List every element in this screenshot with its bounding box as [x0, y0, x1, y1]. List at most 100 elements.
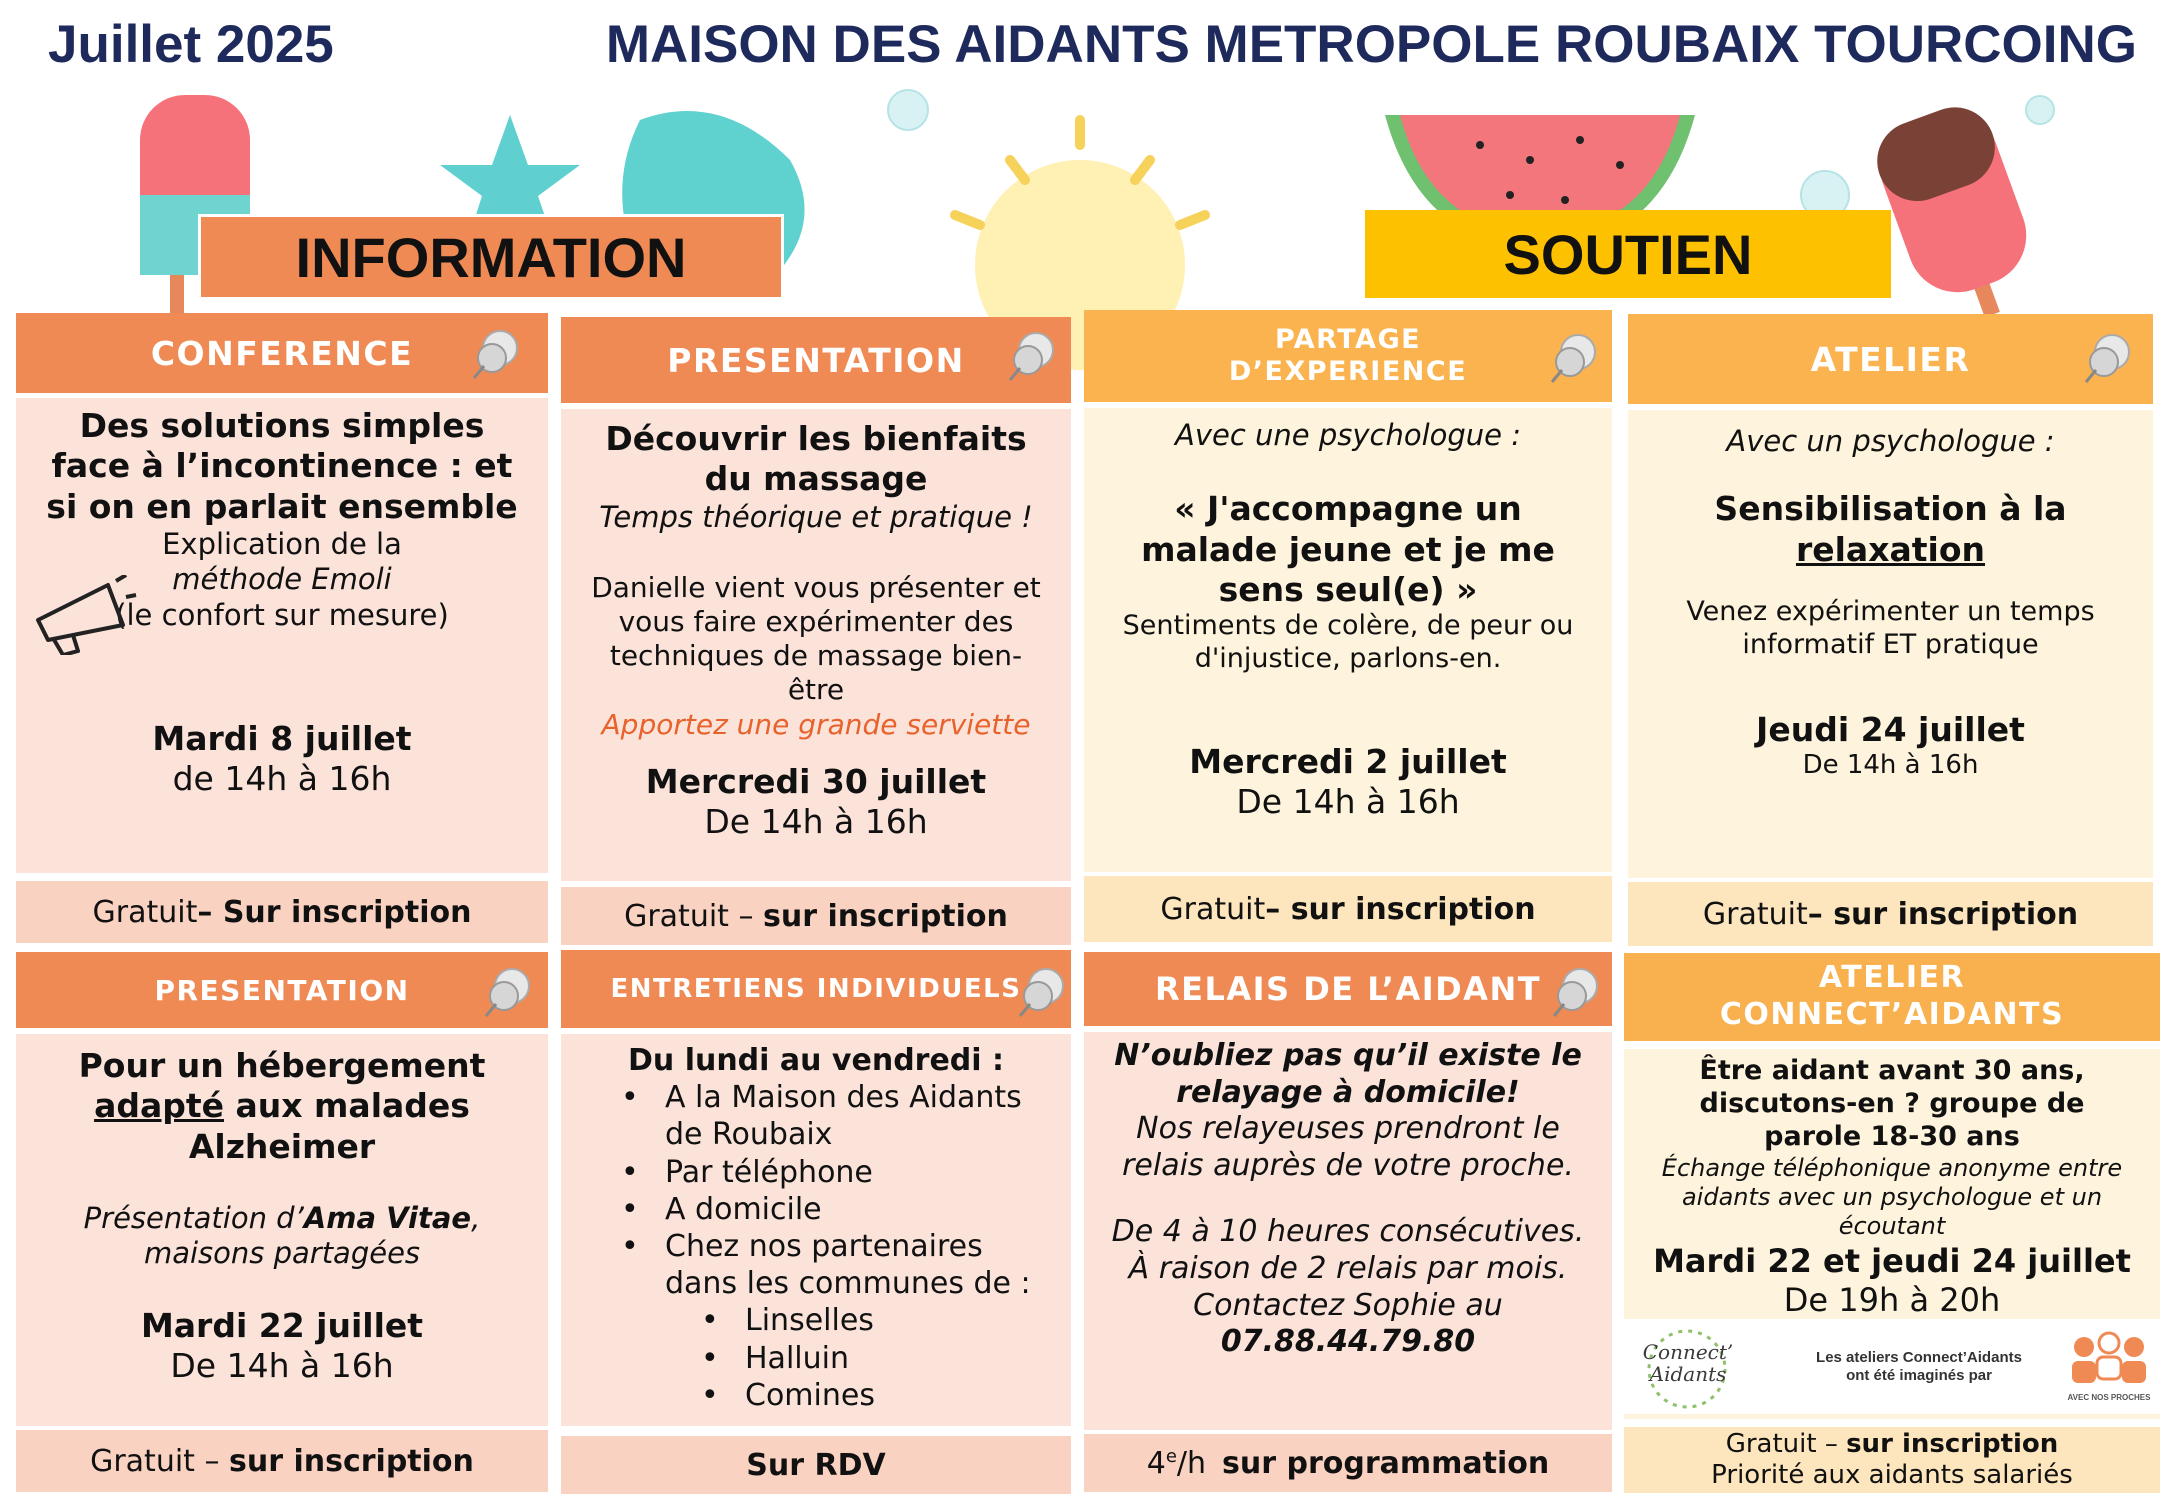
connect-aidants-logo — [1647, 1329, 1727, 1409]
connect-aidants-logo-text: Connect’ Aidants — [1642, 1340, 1734, 1386]
event-title-line: Sensibilisation à la — [1714, 489, 2067, 529]
footer-registration: sur inscription — [763, 898, 1008, 934]
card-header: ATELIER CONNECT’AIDANTS — [1624, 953, 2160, 1041]
footer-price: Gratuit — [1702, 896, 1808, 932]
list-item: Halluin — [701, 1340, 1071, 1377]
card-footer: Gratuit – sur inscription — [561, 887, 1071, 945]
pushpin-icon — [1550, 334, 1596, 383]
event-title-line: du massage — [704, 459, 928, 499]
card-body: N’oubliez pas qu’il existe le relayage à… — [1084, 1032, 1612, 1430]
footer-price: Gratuit – — [624, 898, 764, 934]
contact-phone[interactable]: 07.88.44.79.80 — [1220, 1324, 1476, 1360]
event-title-line: « J'accompagne un — [1174, 489, 1522, 529]
card-header: ATELIER — [1628, 314, 2153, 404]
event-title-line: Des solutions simples — [79, 406, 485, 445]
event-time: De 14h à 16h — [1802, 750, 1979, 780]
card-body: Découvrir les bienfaits du massage Temps… — [561, 409, 1071, 881]
page-month: Juillet 2025 — [48, 15, 334, 74]
card-body: Du lundi au vendredi : A la Maison des A… — [561, 1034, 1071, 1426]
event-subtitle: Temps théorique et pratique ! — [599, 499, 1033, 534]
card-footer: Gratuit – Sur inscription — [16, 881, 548, 943]
list-item: de Roubaix — [665, 1117, 833, 1153]
event-title-line: Alzheimer — [188, 1126, 376, 1166]
card-body: Pour un hébergement adapté aux malades A… — [16, 1034, 548, 1426]
pushpin-icon — [1008, 332, 1054, 381]
footer-registration: – sur inscription — [1807, 896, 2079, 932]
card-header-label: CONFERENCE — [150, 333, 414, 373]
event-date: Mardi 8 juillet — [152, 718, 412, 758]
event-title-line: Pour un hébergement — [78, 1046, 486, 1085]
card-header: CONFERENCE — [16, 313, 548, 393]
card-footer: 4e/h sur programmation — [1084, 1434, 1612, 1492]
footer-registration: – sur inscription — [1265, 891, 1536, 927]
card-partage-experience: PARTAGE D’EXPERIENCE Avec une psychologu… — [1084, 310, 1612, 942]
card-header: RELAIS DE L’AIDANT — [1084, 952, 1612, 1026]
event-description-line: aidants avec un psychologue et un — [1681, 1183, 2103, 1212]
event-date: Mercredi 2 juillet — [1189, 742, 1507, 781]
card-footer: Sur RDV — [561, 1436, 1071, 1494]
event-description-line: être — [787, 673, 845, 707]
card-body: Des solutions simples face à l’incontine… — [16, 398, 548, 873]
card-header-label: D’EXPERIENCE — [1228, 356, 1468, 387]
card-header-label: PARTAGE — [1274, 323, 1422, 355]
event-date: Jeudi 24 juillet — [1756, 709, 2025, 749]
event-title-line: face à l’incontinence : et — [51, 446, 513, 486]
footer-registration: sur inscription — [229, 1443, 474, 1479]
list-item: A domicile — [621, 1191, 1071, 1228]
event-intro: Avec un psychologue : — [1726, 424, 2055, 458]
avec-nos-proches-logo — [2072, 1331, 2146, 1383]
event-title-line: malade jeune et je me — [1141, 529, 1555, 569]
list-item: Linselles — [701, 1302, 1071, 1339]
pushpin-icon — [1018, 968, 1064, 1017]
event-description-line: Venez expérimenter un temps — [1686, 595, 2095, 627]
footer-registration: Sur RDV — [746, 1447, 886, 1483]
page-title: MAISON DES AIDANTS METROPOLE ROUBAIX TOU… — [605, 15, 2137, 74]
card-body: Avec une psychologue : « J'accompagne un… — [1084, 408, 1612, 872]
partner-logos: Connect’ Aidants Les ateliers Connect’Ai… — [1624, 1319, 2160, 1414]
popsicle-right-icon — [1877, 107, 2027, 318]
event-description-line: Danielle vient vous présenter et — [591, 570, 1041, 604]
event-description-line: méthode Emoli — [172, 562, 392, 597]
event-title-line: relayage à domicile! — [1176, 1074, 1520, 1110]
event-title-line: Être aidant avant 30 ans, — [1699, 1055, 2085, 1086]
footer-price: Gratuit – — [1725, 1428, 1847, 1459]
partner-logo-caption: AVEC NOS PROCHES — [2067, 1393, 2151, 1402]
event-description-line: écoutant — [1838, 1212, 1946, 1241]
footer-price: 4e/h — [1146, 1445, 1207, 1481]
event-title-line: adapté aux malades — [94, 1086, 470, 1126]
card-footer: Gratuit – sur inscription — [1084, 876, 1612, 942]
section-information-banner: INFORMATION — [198, 214, 784, 300]
footer-registration: sur inscription — [1846, 1428, 2059, 1459]
event-time: De 14h à 16h — [1236, 782, 1460, 822]
event-time: De 19h à 20h — [1783, 1280, 2001, 1319]
event-title-line: discutons-en ? groupe de — [1699, 1087, 2085, 1119]
section-soutien-banner: SOUTIEN — [1365, 210, 1891, 298]
event-description-line: (le confort sur mesure) — [115, 597, 449, 632]
event-description-line: Contactez Sophie au — [1193, 1287, 1503, 1323]
event-description-line: Échange téléphonique anonyme entre — [1661, 1153, 2123, 1182]
event-title: Du lundi au vendredi : — [627, 1043, 1005, 1078]
card-presentation-massage: PRESENTATION Découvrir les bienfaits du … — [561, 317, 1071, 945]
card-header-label: ENTRETIENS INDIVIDUELS — [610, 974, 1022, 1004]
event-description-line: Présentation d’Ama Vitae, — [83, 1200, 481, 1235]
location-list: A la Maison des Aidants de Roubaix Par t… — [561, 1079, 1071, 1302]
card-header-label: PRESENTATION — [667, 340, 965, 380]
card-header-label: CONNECT’AIDANTS — [1719, 997, 2065, 1032]
pushpin-icon — [1552, 968, 1598, 1017]
pushpin-icon — [472, 330, 518, 379]
card-header: ENTRETIENS INDIVIDUELS — [561, 950, 1071, 1028]
card-conference: CONFERENCE Des solutions simples face à … — [16, 313, 548, 943]
card-header: PRESENTATION — [16, 952, 548, 1028]
footer-price: Gratuit — [92, 894, 198, 930]
card-entretiens-individuels: ENTRETIENS INDIVIDUELS Du lundi au vendr… — [561, 950, 1071, 1494]
card-header: PRESENTATION — [561, 317, 1071, 403]
event-description-line: De 4 à 10 heures consécutives. — [1111, 1214, 1585, 1250]
footer-registration: sur programmation — [1222, 1445, 1550, 1481]
event-date: Mardi 22 juillet — [140, 1305, 424, 1345]
card-atelier: ATELIER Avec un psychologue : Sensibilis… — [1628, 314, 2153, 946]
card-presentation-hebergement: PRESENTATION Pour un hébergement adapté … — [16, 952, 548, 1492]
event-description-line: maisons partagées — [143, 1236, 421, 1271]
list-item: dans les communes de : — [665, 1266, 1031, 1302]
event-title-line: parole 18-30 ans — [1764, 1120, 2020, 1152]
card-header: PARTAGE D’EXPERIENCE — [1084, 310, 1612, 402]
